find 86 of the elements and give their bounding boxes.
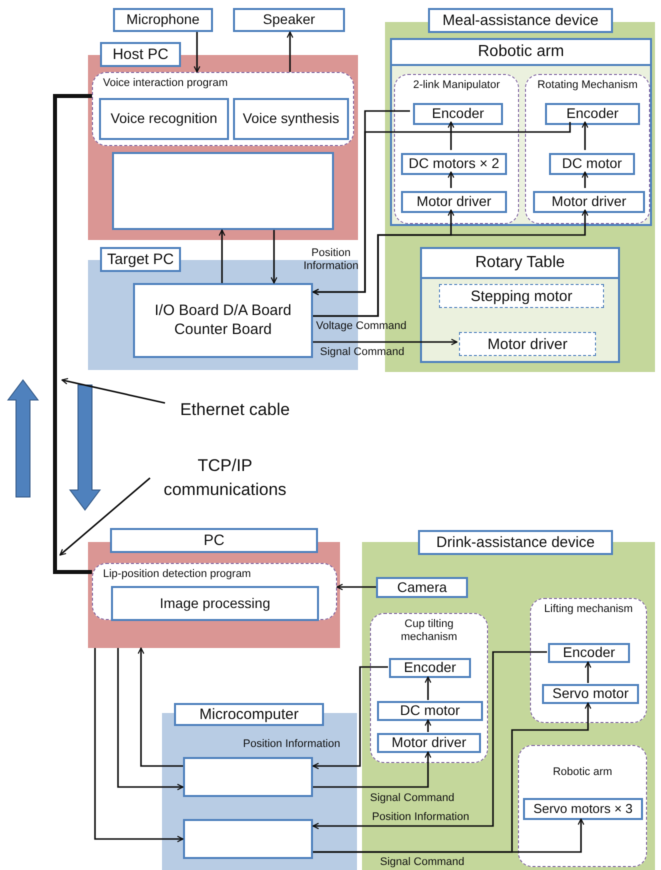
component-box: Encoder [548, 643, 630, 663]
edge-label: Signal Command [320, 346, 404, 360]
program-group [518, 745, 647, 867]
component-box [183, 757, 313, 797]
arrow [313, 338, 458, 346]
arrow [424, 676, 432, 700]
edge-label: Position Information [372, 811, 470, 824]
leader-line [61, 378, 166, 404]
group-label: Lifting mechanism [543, 603, 634, 616]
group-panel [362, 530, 655, 870]
component-box: Motor driver [377, 733, 481, 753]
cable-line [53, 94, 92, 574]
component-box: Motor driver [459, 332, 596, 356]
arrow [336, 584, 376, 590]
component-box: Speaker [233, 8, 345, 32]
group-title: Drink-assistance device [435, 533, 596, 553]
arrow [270, 230, 278, 284]
component-box: Voice synthesis [233, 98, 349, 140]
edge-label: Signal Command [370, 792, 454, 806]
group-title: Target PC [106, 250, 175, 270]
group-label: 2-link Manipulator [412, 79, 501, 92]
component-box [183, 819, 313, 859]
arrow [313, 209, 588, 317]
arrow [312, 666, 388, 770]
arrow [218, 229, 226, 283]
component-box [112, 152, 334, 230]
arrow [312, 651, 547, 830]
group-label: Lip-position detection program [103, 568, 251, 582]
component-box: Encoder [389, 658, 471, 678]
component-box: Image processing [111, 586, 319, 621]
program-group [92, 72, 354, 146]
annotation-text: Ethernet cable [165, 398, 305, 422]
component-box: Encoder [545, 103, 640, 125]
component-box: I/O Board D/A Board Counter Board [133, 283, 313, 358]
group-label: Voice interaction program [103, 77, 228, 90]
component-box: DC motor [549, 153, 635, 175]
group-panel [162, 703, 357, 870]
component-box: Encoder [413, 103, 503, 125]
edge-label: Position Information [243, 738, 340, 752]
program-group [394, 74, 519, 224]
arrow [194, 32, 200, 73]
component-box: Microphone [113, 8, 213, 32]
program-group [370, 613, 488, 763]
component-box: Motor driver [401, 191, 507, 213]
arrow [584, 661, 592, 683]
arrow [286, 31, 294, 72]
arrow [312, 122, 571, 296]
section-header: Rotary Table [422, 249, 618, 279]
program-group [530, 598, 647, 723]
program-group [92, 563, 337, 620]
arrow [313, 818, 584, 853]
group-title: PC [202, 531, 226, 551]
group-label: Cup tilting mechanism [400, 618, 458, 644]
component-box: Stepping motor [439, 284, 604, 308]
leader-line [59, 477, 151, 556]
group-panel [88, 528, 340, 648]
arrow [448, 171, 454, 188]
group-title: Meal-assistance device [442, 11, 600, 31]
component-box: DC motor [377, 701, 483, 721]
edge-label: Voltage Command [316, 320, 406, 334]
arrow [582, 171, 588, 188]
arrow [313, 751, 432, 788]
group-title: Host PC [112, 45, 170, 65]
arrow [94, 648, 184, 842]
group-title: Microcomputer [198, 705, 300, 725]
component-box: Motor driver [533, 191, 645, 213]
section-header: Robotic arm [392, 40, 650, 66]
arrow [448, 121, 454, 150]
arrow [138, 647, 183, 767]
annotation-text: TCP/IP communications [150, 452, 300, 504]
section-panel [420, 247, 620, 363]
group-label: Rotating Mechanism [536, 79, 639, 92]
component-box: Servo motors × 3 [523, 798, 643, 820]
group-label: Robotic arm [552, 766, 614, 780]
edge-label: Signal Command [380, 856, 464, 870]
arrow [582, 121, 588, 150]
component-box: Servo motor [542, 684, 639, 704]
arrow [424, 719, 432, 732]
section-panel [390, 38, 652, 226]
program-group [525, 74, 650, 224]
component-box: DC motors × 2 [401, 153, 507, 175]
edge-label: Position Information [302, 247, 360, 274]
arrow [117, 648, 184, 790]
group-panel [88, 42, 358, 240]
component-box: Voice recognition [99, 98, 229, 140]
component-box: Camera [376, 577, 468, 598]
